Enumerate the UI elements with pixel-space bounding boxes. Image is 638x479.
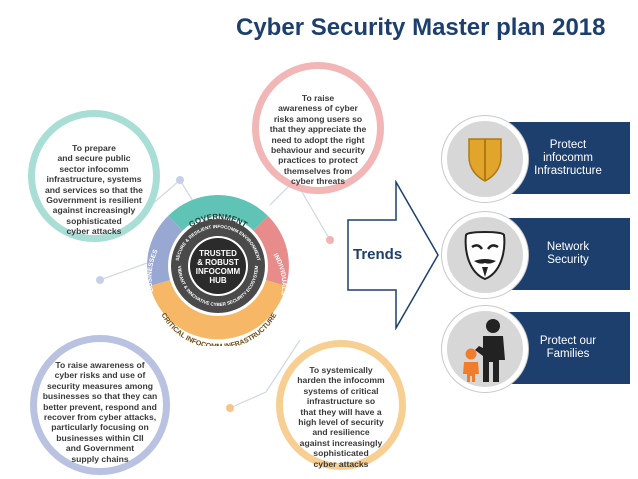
bubble-critical-text: To systemically harden the infocomm syst…: [297, 365, 385, 469]
hub-wheel: GOVERNMENT INDIVIDUALS BUSINESSES CRITIC…: [146, 194, 289, 346]
family-icon: [442, 306, 528, 392]
shield-icon: [442, 116, 528, 202]
bubble-individuals: To raise awareness of cyber risks among …: [252, 62, 384, 194]
bubble-businesses: To raise awareness of cyber risks and us…: [30, 335, 170, 475]
trends-label: Trends: [353, 246, 403, 263]
page-title: Cyber Security Master plan 2018: [236, 14, 606, 41]
bubble-critical-infrastructure: To systemically harden the infocomm syst…: [276, 340, 406, 470]
bubble-government: To prepare and secure public sector info…: [28, 110, 160, 242]
hub-center-label: TRUSTED & ROBUST INFOCOMM HUB: [195, 249, 241, 285]
panel-protect-infrastructure-label: Protect infocomm Infrastructure: [534, 138, 602, 177]
bubble-government-text: To prepare and secure public sector info…: [45, 143, 143, 237]
panel-protect-families-label: Protect our Families: [539, 335, 597, 360]
bubble-businesses-text: To raise awareness of cyber risks and us…: [42, 360, 158, 464]
bubble-individuals-text: To raise awareness of cyber risks among …: [269, 93, 367, 187]
mask-icon: [442, 212, 528, 298]
trends-arrow: [347, 180, 439, 330]
panel-network-security-label: Network Security: [546, 241, 590, 266]
